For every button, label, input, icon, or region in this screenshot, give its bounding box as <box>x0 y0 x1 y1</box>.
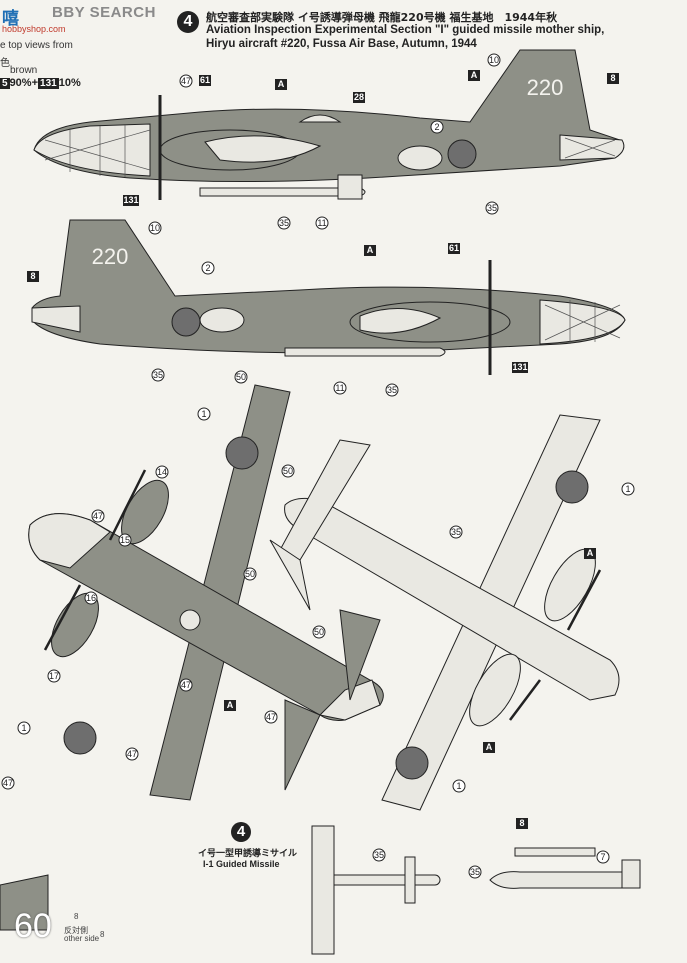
callout-2b: 2 <box>205 263 210 273</box>
callout-8b: 8 <box>30 271 35 281</box>
footer-ref-side: 8 <box>100 930 105 939</box>
other-side-jp: 反対側 <box>64 926 88 935</box>
top-views-note: e top views from <box>0 40 73 51</box>
callout-A-4: A <box>227 700 234 710</box>
callout-50a: 50 <box>236 372 246 382</box>
tail-code-side-left: 220 <box>527 75 564 100</box>
callout-A-6: A <box>486 742 493 752</box>
callout-47c: 47 <box>181 680 191 690</box>
side-view-right: 220 <box>31 219 626 375</box>
callout-50d: 50 <box>314 627 324 637</box>
color-label: 色 <box>0 58 10 69</box>
callout-10a: 10 <box>489 55 499 65</box>
mix-pct-a: 90% <box>9 77 32 89</box>
callout-35c: 35 <box>153 370 163 380</box>
page-corner-art <box>0 874 49 931</box>
side-view-left: 220 <box>33 49 625 200</box>
callout-A-5: A <box>587 548 594 558</box>
missile-title-jp: イ号一型甲誘導ミサイル <box>198 849 298 859</box>
top-view <box>28 384 384 801</box>
callout-35e: 35 <box>451 527 461 537</box>
callout-131b: 131 <box>512 362 527 372</box>
callout-61a: 61 <box>200 75 210 85</box>
mix-plus: + <box>31 77 39 89</box>
watermark-url: hobbyshop.com <box>2 24 66 34</box>
callout-7: 7 <box>600 852 605 862</box>
callout-17: 17 <box>49 671 59 681</box>
missile-top-view <box>311 825 441 955</box>
tail-code-side-right: 220 <box>92 244 129 269</box>
page-number: 60 <box>14 907 52 945</box>
watermark-brand: BBY SEARCH <box>52 4 156 21</box>
callout-16: 16 <box>86 593 96 603</box>
scheme-title-en-line1: Aviation Inspection Experimental Section… <box>206 24 605 36</box>
callout-1b: 1 <box>21 723 26 733</box>
callout-47e: 47 <box>127 749 137 759</box>
callout-47d: 47 <box>266 712 276 722</box>
footer-ref-top: 8 <box>74 912 79 921</box>
mix-pct-b: 10% <box>58 77 81 89</box>
callout-35g: 35 <box>470 867 480 877</box>
callout-35d: 35 <box>387 385 397 395</box>
missile-side-view <box>489 847 641 889</box>
callout-14: 14 <box>157 467 167 477</box>
callout-11b: 11 <box>335 383 344 393</box>
callout-1c: 1 <box>625 484 630 494</box>
callout-8a: 8 <box>610 73 615 83</box>
callout-1d: 1 <box>456 781 461 791</box>
callout-47a: 47 <box>181 76 191 86</box>
callout-131a: 131 <box>123 195 138 205</box>
callout-8c: 8 <box>519 818 524 828</box>
callout-35f: 35 <box>374 850 384 860</box>
callout-35a: 35 <box>487 203 497 213</box>
callout-35b: 35 <box>279 218 289 228</box>
scheme-title-en-line2: Hiryu aircraft #220, Fussa Air Base, Aut… <box>206 38 477 50</box>
missile-title-en: I-1 Guided Missile <box>203 859 280 869</box>
callout-47f: 47 <box>3 778 13 788</box>
callout-50c: 50 <box>245 569 255 579</box>
mix-code-b: 131 <box>38 78 59 89</box>
callout-15: 15 <box>120 535 130 545</box>
callouts: 10 2 35 35 11 47 28 61 131 A A 8 10 2 8 … <box>1 53 635 879</box>
callout-1a: 1 <box>201 409 206 419</box>
watermark-logo: 嘻 <box>2 9 19 29</box>
scheme-number-badge: 4 <box>177 11 199 33</box>
scheme-title-jp: 航空審査部実験隊 イ号誘導弾母機 飛龍220号機 福生基地 1944年秋 <box>206 11 558 24</box>
callout-2a: 2 <box>434 122 439 132</box>
callout-61b: 61 <box>449 243 459 253</box>
callout-50b: 50 <box>283 466 293 476</box>
callout-10b: 10 <box>150 223 160 233</box>
callout-11a: 11 <box>317 218 326 228</box>
mix-code-a: 5 <box>0 78 10 89</box>
callout-28: 28 <box>354 92 364 102</box>
callout-47b: 47 <box>93 511 103 521</box>
color-name: brown <box>10 65 38 76</box>
missile-number-badge: 4 <box>231 822 251 842</box>
callout-A-2: A <box>471 70 478 80</box>
other-side-en: other side <box>64 934 100 943</box>
callout-A-1: A <box>278 79 285 89</box>
callout-A-3: A <box>367 245 374 255</box>
bottom-view <box>269 414 620 811</box>
